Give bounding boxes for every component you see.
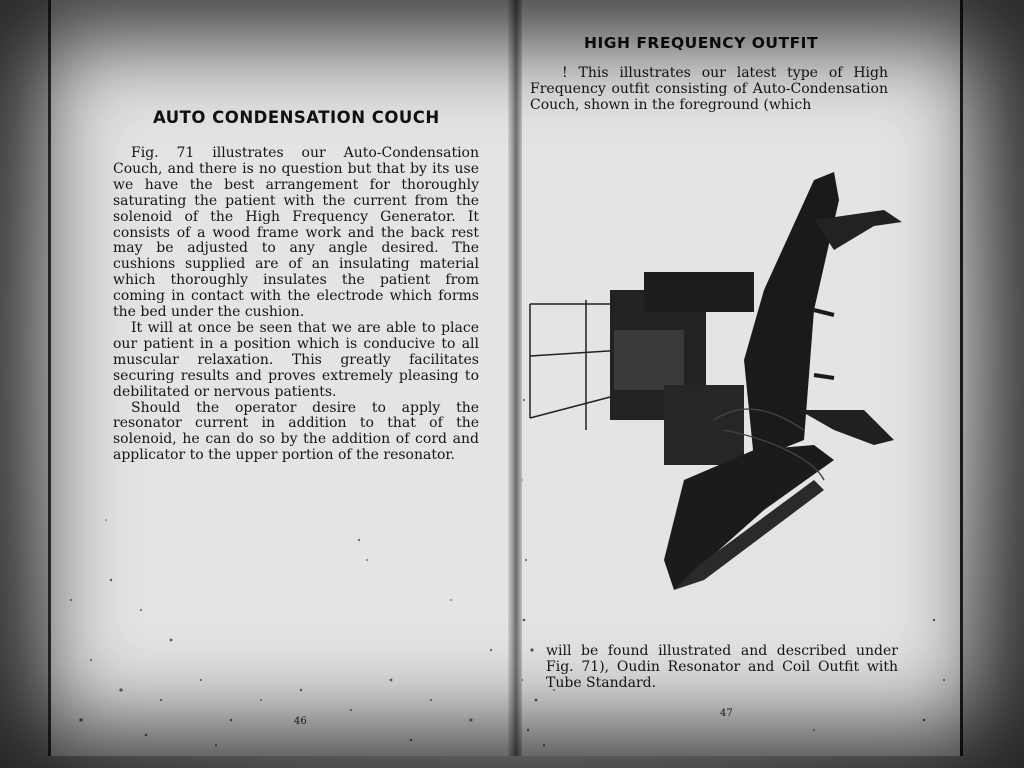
- high-frequency-outfit-illustration: [529, 172, 902, 590]
- intro-text: ! This illustrates our latest type of Hi…: [530, 65, 888, 113]
- left-page-heading: AUTO CONDENSATION COUCH: [153, 108, 440, 127]
- paragraph: It will at once be seen that we are able…: [113, 319, 479, 400]
- page-number: 46: [294, 716, 307, 727]
- page-number: 47: [720, 708, 733, 719]
- paragraph: Fig. 71 illustrates our Auto-Condensatio…: [113, 145, 479, 321]
- left-page-body: Fig. 71 illustrates our Auto-Condensatio…: [113, 145, 479, 464]
- left-page: AUTO CONDENSATION COUCH Fig. 71 illustra…: [48, 0, 517, 756]
- paragraph: Should the operator desire to apply the …: [113, 399, 479, 464]
- continuation-text: will be found illustrated and described …: [546, 643, 898, 691]
- right-page: HIGH FREQUENCY OUTFIT ! This illustrates…: [514, 0, 963, 756]
- right-page-heading: HIGH FREQUENCY OUTFIT: [584, 34, 819, 52]
- book-gutter: [508, 0, 522, 756]
